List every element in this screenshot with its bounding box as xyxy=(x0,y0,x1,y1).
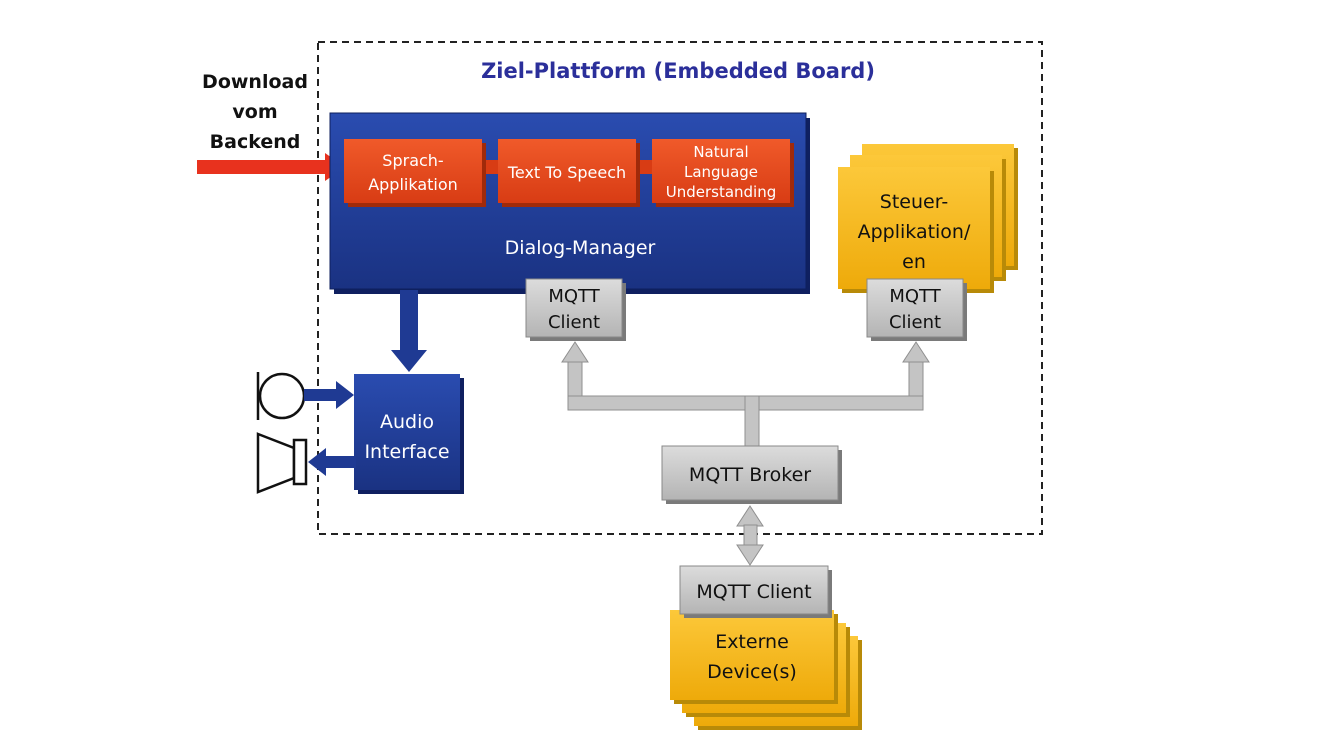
mqtt-client-dialog-line1: MQTT xyxy=(548,286,600,307)
dialog-manager-label: Dialog-Manager xyxy=(505,237,656,259)
mqtt-bus-connector xyxy=(561,341,930,447)
download-label-line1: Download xyxy=(202,71,308,93)
mqtt-client-steuer-line1: MQTT xyxy=(889,286,941,307)
dialog-to-audio-arrow xyxy=(391,290,427,372)
mqtt-client-steuer: MQTT Client xyxy=(866,278,967,341)
text-to-speech-label: Text To Speech xyxy=(507,163,626,182)
sprach-applikation-module: Sprach- Applikation xyxy=(344,139,486,207)
external-devices-line2: Device(s) xyxy=(707,661,797,683)
download-arrow xyxy=(197,153,345,181)
mqtt-client-external: MQTT Client xyxy=(679,565,832,618)
mqtt-broker-block: MQTT Broker xyxy=(661,445,842,504)
mqtt-client-dialog-line2: Client xyxy=(548,312,600,333)
module-connector xyxy=(486,160,500,174)
broker-external-double-arrow xyxy=(736,505,764,566)
nlu-line3: Understanding xyxy=(666,183,777,201)
speaker-icon xyxy=(256,432,308,494)
nlu-module: Natural Language Understanding xyxy=(652,139,794,207)
mqtt-client-steuer-line2: Client xyxy=(889,312,941,333)
nlu-line2: Language xyxy=(684,163,758,181)
external-devices-line1: Externe xyxy=(715,631,789,653)
sprach-applikation-line1: Sprach- xyxy=(382,151,443,170)
mqtt-client-dialog: MQTT Client xyxy=(525,278,626,341)
module-connector xyxy=(640,160,654,174)
sprach-applikation-line2: Applikation xyxy=(368,175,458,194)
external-devices-stack: Externe Device(s) xyxy=(670,610,862,730)
steuer-line2: Applikation/ xyxy=(858,221,971,243)
audio-interface-line2: Interface xyxy=(364,441,449,463)
steuer-applikation-stack: Steuer- Applikation/ en xyxy=(838,144,1018,293)
steuer-line1: Steuer- xyxy=(880,191,948,213)
audio-to-speaker-arrow xyxy=(308,448,356,476)
download-label-line2: vom xyxy=(232,101,277,123)
download-label-line3: Backend xyxy=(210,131,301,153)
nlu-line1: Natural xyxy=(693,143,748,161)
text-to-speech-module: Text To Speech xyxy=(498,139,640,207)
mqtt-broker-label: MQTT Broker xyxy=(689,464,811,486)
microphone-icon xyxy=(256,372,306,420)
mqtt-client-external-label: MQTT Client xyxy=(696,581,811,603)
platform-boundary xyxy=(317,41,1043,535)
mic-to-audio-arrow xyxy=(304,381,354,409)
audio-interface-line1: Audio xyxy=(380,411,434,433)
audio-interface-block: Audio Interface xyxy=(354,374,464,494)
steuer-line3: en xyxy=(902,251,926,273)
platform-title: Ziel-Plattform (Embedded Board) xyxy=(481,59,875,83)
